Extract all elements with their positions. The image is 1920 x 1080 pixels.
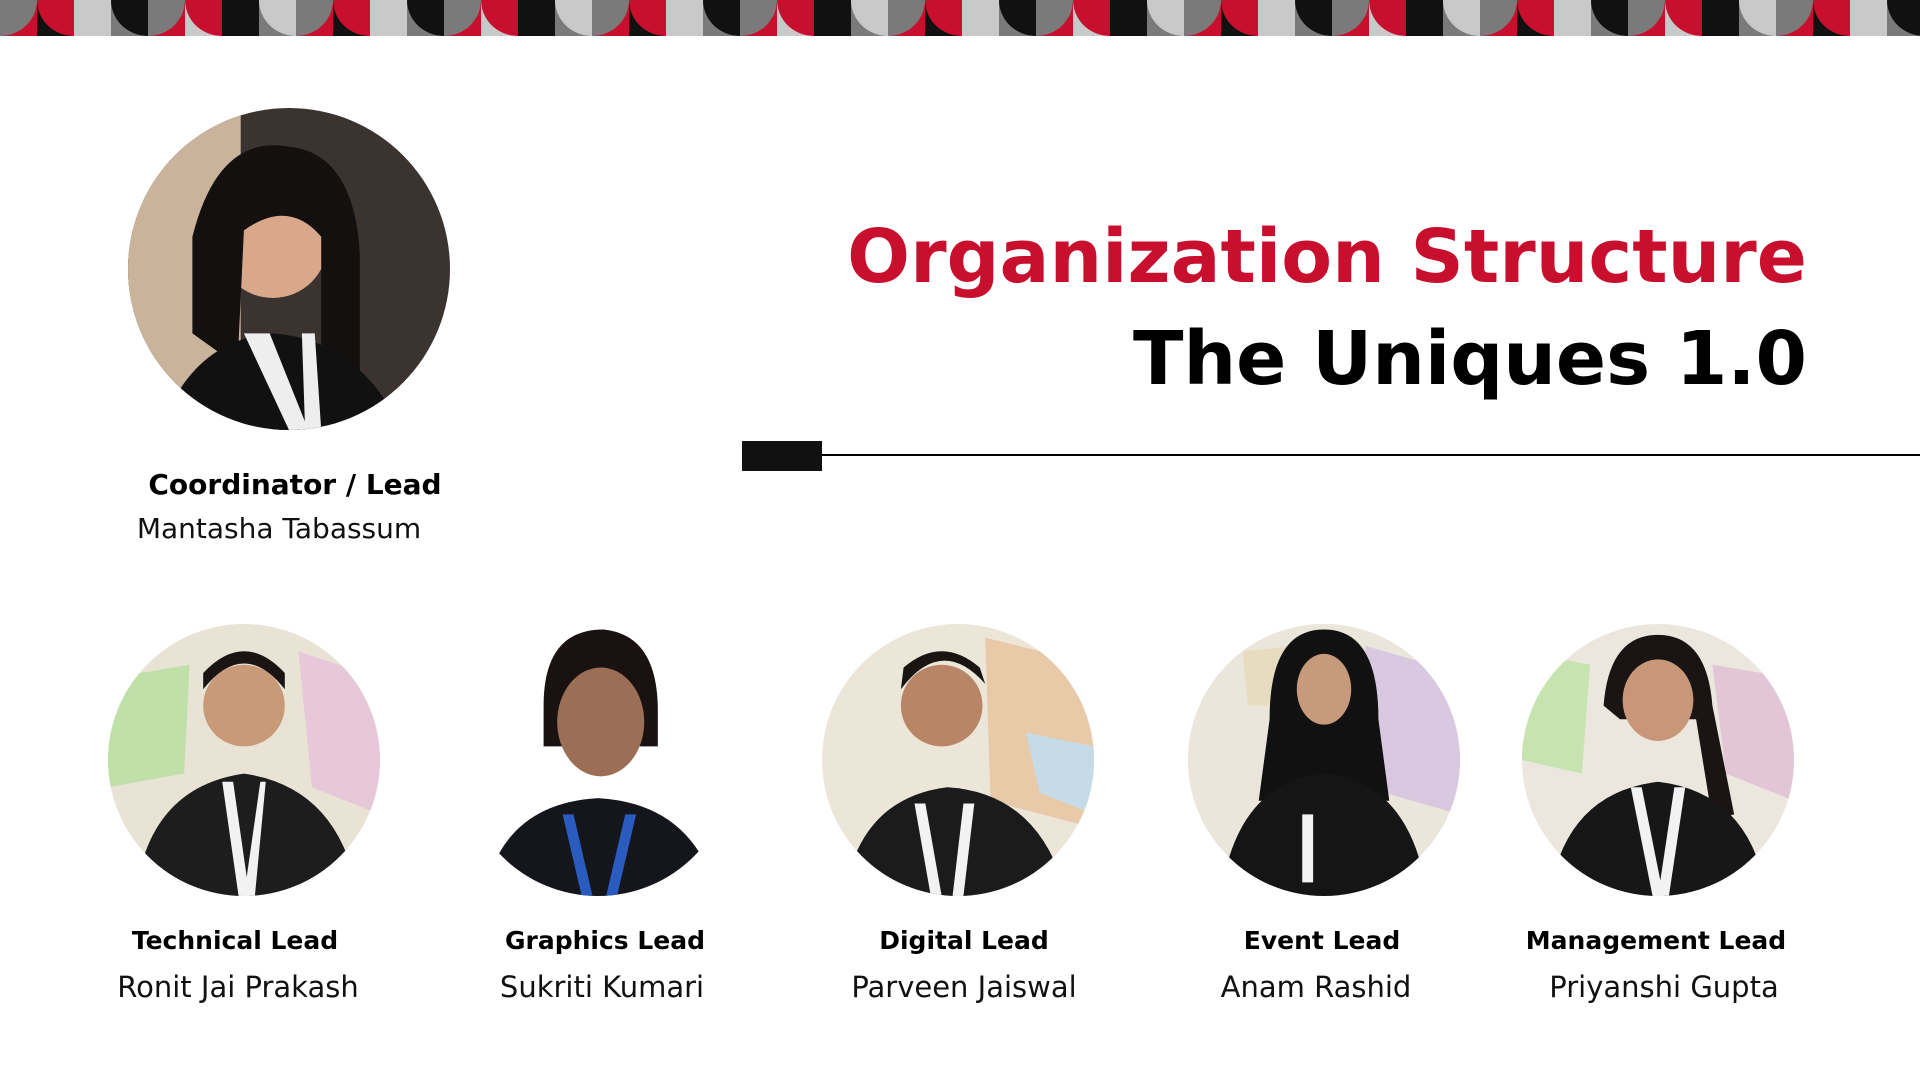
divider-accent-block	[742, 441, 822, 471]
lead-name: Priyanshi Gupta	[1549, 970, 1779, 1004]
coordinator-photo	[128, 108, 450, 430]
lead-name: Ronit Jai Prakash	[117, 970, 359, 1004]
lead-name: Sukriti Kumari	[499, 970, 705, 1004]
lead-role: Technical Lead	[131, 926, 339, 955]
lead-name: Parveen Jaiswal	[851, 970, 1077, 1004]
coordinator-role: Coordinator / Lead	[148, 468, 442, 501]
lead-role: Management Lead	[1525, 926, 1787, 955]
lead-photo	[1188, 624, 1460, 896]
lead-photo	[462, 624, 734, 896]
divider-line	[742, 454, 1920, 456]
coordinator-name: Mantasha Tabassum	[136, 512, 422, 545]
page-subtitle: The Uniques 1.0	[1133, 316, 1807, 402]
lead-role: Digital Lead	[879, 926, 1049, 955]
lead-name: Anam Rashid	[1220, 970, 1412, 1004]
lead-photo	[822, 624, 1094, 896]
lead-role: Graphics Lead	[504, 926, 706, 955]
lead-photo	[1522, 624, 1794, 896]
lead-photo	[108, 624, 380, 896]
page-title: Organization Structure	[847, 214, 1807, 300]
decorative-top-border	[0, 0, 1920, 36]
lead-role: Event Lead	[1243, 926, 1401, 955]
